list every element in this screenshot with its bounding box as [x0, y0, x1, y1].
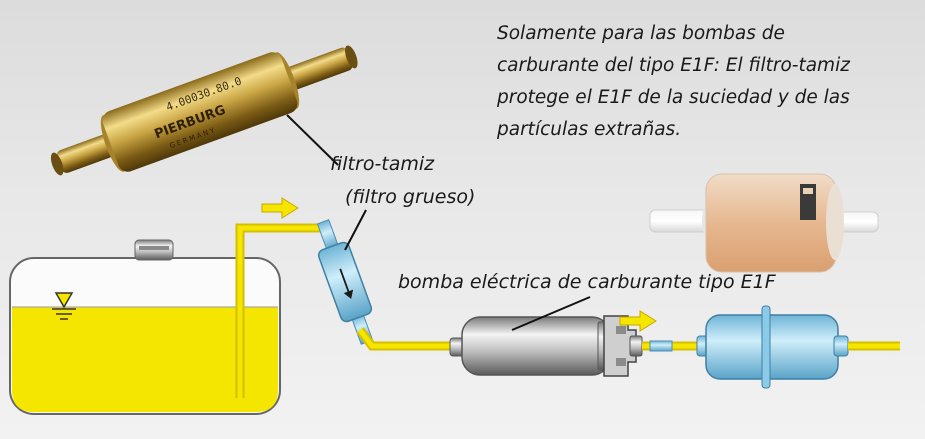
description-line: carburante del tipo E1F: El filtro-tamiz	[497, 55, 850, 76]
pump-label: bomba eléctrica de carburante tipo E1F	[398, 271, 776, 293]
description-text: Solamente para las bombas de carburante …	[497, 18, 917, 146]
description-line: Solamente para las bombas de	[497, 23, 785, 44]
brass-filter-image: 4.00030.80.0 PIERBURG GERMANY	[50, 45, 358, 176]
fuel-level-icon	[52, 292, 76, 320]
electric-fuel-pump	[449, 315, 643, 377]
fuel-tank	[9, 239, 281, 415]
inline-paper-filter-image	[649, 173, 879, 273]
sieve-filter-label: filtro-tamiz	[330, 153, 435, 175]
sieve-filter-label-sub: (filtro grueso)	[345, 186, 476, 208]
flow-arrow-icon	[619, 310, 657, 332]
description-line: protege el E1F de la suciedad y de las	[497, 87, 850, 108]
sieve-filter	[316, 219, 374, 345]
fuel-line-to-pump	[356, 327, 460, 351]
leader-line-sieve	[344, 209, 367, 251]
leader-line-filter	[286, 114, 339, 166]
flow-arrow-icon	[261, 197, 299, 219]
leader-line-pump	[511, 296, 591, 331]
fuel-line-pressure	[642, 340, 704, 352]
fuel-filter-downstream	[696, 305, 849, 389]
description-line: partículas extrañas.	[497, 119, 682, 140]
